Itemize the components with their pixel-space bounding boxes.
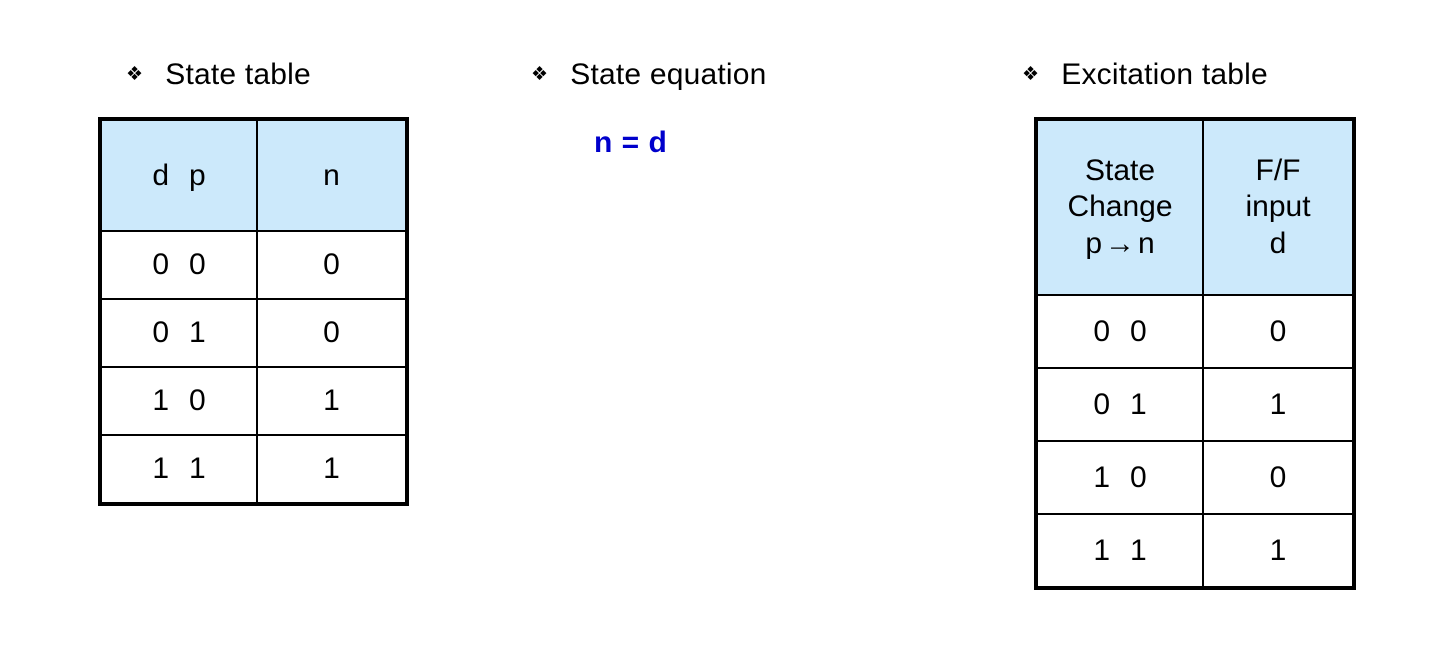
state-equation-text: n = d [594,126,668,159]
excitation-header-line-state: State [1084,153,1156,187]
diamond-bullet-icon: ❖ [531,64,549,85]
excitation-table-cell-n: 0 [1130,460,1147,494]
heading-state-equation-label: State equation [570,58,767,91]
state-table-cell-d: 1 [152,384,169,417]
state-table-cell-d: 1 [152,452,169,485]
excitation-header-from-p: p [1085,226,1102,260]
excitation-header-line-input: input [1245,190,1311,224]
state-table-cell-p: 1 [189,452,206,485]
state-table-cell-n: 0 [256,230,408,300]
excitation-table-header-state-change: State Change p→n [1035,118,1204,296]
excitation-table-cell-d: 1 [1202,513,1355,589]
state-table-header-output: n [256,118,408,232]
state-table-header-d: d [152,158,169,192]
excitation-table-header-row: State Change p→n F/F input d [1035,118,1355,296]
excitation-table-cell-d: 1 [1202,367,1355,442]
excitation-table-header-ff-input: F/F input d [1202,118,1355,296]
heading-state-equation: ❖ State equation [531,58,767,92]
excitation-table-cell-p: 1 [1093,460,1110,494]
state-table-cell-p: 0 [189,384,206,417]
excitation-table-cell-n: 1 [1130,533,1147,567]
state-table-cell-n: 0 [256,298,408,368]
excitation-header-line-ff: F/F [1255,153,1301,187]
state-table-cell-p: 1 [189,316,206,349]
diamond-bullet-icon: ❖ [1022,64,1040,85]
heading-state-table: ❖ State table [126,58,311,92]
heading-excitation-table-label: Excitation table [1061,58,1268,91]
excitation-header-to-n: n [1138,226,1155,260]
excitation-table-cell-d: 0 [1202,294,1355,369]
diamond-bullet-icon: ❖ [126,64,144,85]
excitation-header-line-transition: p→n [1038,226,1202,263]
excitation-table-cell-n: 0 [1130,314,1147,348]
state-table-cell-d: 0 [152,316,169,349]
heading-state-table-label: State table [165,58,311,91]
excitation-table-cell-p: 0 [1093,314,1110,348]
state-table-cell-p: 0 [189,248,206,281]
excitation-table-cell-p: 0 [1093,387,1110,421]
right-arrow-icon: → [1105,226,1135,260]
state-table-cell-n: 1 [256,366,408,436]
excitation-table-cell-d: 0 [1202,440,1355,515]
excitation-header-line-d: d [1269,226,1287,260]
excitation-table-cell-n: 1 [1130,387,1147,421]
state-table-header-p: p [189,158,206,192]
heading-excitation-table: ❖ Excitation table [1022,58,1268,92]
state-table-cell-n: 1 [256,434,408,505]
state-table-cell-d: 0 [152,248,169,281]
excitation-table-cell-p: 1 [1093,533,1110,567]
excitation-header-line-change: Change [1067,190,1173,224]
